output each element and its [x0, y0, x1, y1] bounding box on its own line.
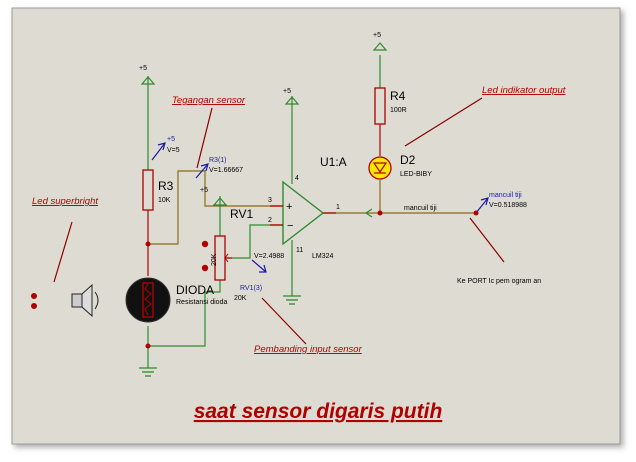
pin-2-label: 2	[268, 217, 272, 224]
pembanding-label: Pembanding input sensor	[254, 344, 363, 355]
r3-ref: R3	[158, 179, 174, 193]
superbright-led-icon	[31, 293, 37, 309]
tegangan-sensor-label: Tegangan sensor	[172, 95, 246, 106]
potentiometer-rv1: 20K RV1 20K	[201, 207, 253, 302]
power-label-opamp: +5	[283, 88, 291, 95]
probe-vplus-value: V=5	[167, 147, 180, 154]
pin-3-label: 3	[268, 197, 272, 204]
speaker-icon	[71, 283, 99, 318]
resistor-r3: R3 10K	[142, 169, 174, 211]
power-label-r3: +5	[139, 65, 147, 72]
power-plus5-r3: +5	[139, 65, 156, 88]
u1-part: LM324	[312, 253, 334, 260]
probe-output-value: V=0.518988	[489, 202, 527, 209]
pin-1-label: 1	[336, 204, 340, 211]
dioda-value: Resistansi dioda	[176, 299, 227, 306]
annotation-tegangan-sensor: Tegangan sensor	[172, 95, 246, 169]
probe-r3-name: R3(1)	[209, 157, 227, 164]
probe-output-name: mancuil tiji	[489, 192, 522, 199]
probe-output: mancuil tiji V=0.518988	[473, 192, 527, 216]
led-superbright-label: Led superbright	[32, 196, 98, 207]
resistor-r4: R4 100R	[374, 87, 407, 125]
annotation-led-superbright: Led superbright	[32, 196, 98, 283]
annotation-pembanding: Pembanding input sensor	[254, 297, 363, 355]
probe-vplus-name: +5	[167, 136, 175, 143]
junction-dots	[145, 210, 383, 349]
dioda-ref: DIODA	[176, 283, 214, 297]
ldr-dioda: DIODA Resistansi dioda	[125, 277, 227, 323]
pin-11-label: 11	[296, 247, 303, 254]
net-label-output: mancuil tiji	[404, 205, 437, 212]
ke-port-label: Ke PORT Ic pem ogram an	[457, 278, 541, 285]
schematic-frame	[11, 7, 621, 445]
ground-symbol-sensor	[139, 367, 157, 377]
annotation-led-indikator: Led indikator output	[404, 85, 566, 147]
rv1-ref: RV1	[230, 207, 253, 221]
probe-rv1-name: RV1(3)	[240, 285, 262, 292]
ground-symbol-opamp	[283, 295, 301, 305]
u1-ref: U1:A	[320, 155, 347, 169]
output-flow-arrow	[364, 208, 373, 218]
probe-r3-value: V=1.66667	[209, 167, 243, 174]
rv1-value: 20K	[234, 295, 247, 302]
probe-rv1-value: V=2.4988	[254, 253, 284, 260]
r4-ref: R4	[390, 89, 406, 103]
power-plus5-rv1: +5	[200, 187, 228, 206]
led-d2: D2 LED-BIBY	[368, 153, 432, 180]
opamp-u1a: + − 3 2 1 4 11 U1:A LM324	[268, 155, 347, 260]
rv1-inner-value: 20K	[211, 253, 218, 266]
led-indikator-label: Led indikator output	[482, 85, 566, 96]
power-plus5-opamp: +5	[283, 88, 300, 105]
diagram-caption: saat sensor digaris putih	[194, 400, 443, 423]
power-label-r4: +5	[373, 32, 381, 39]
opamp-minus-sign: −	[287, 220, 293, 232]
pin-4-label: 4	[295, 175, 299, 182]
probe-rv1: V=2.4988 RV1(3)	[240, 253, 284, 292]
d2-value: LED-BIBY	[400, 171, 432, 178]
power-plus5-r4: +5	[372, 32, 388, 51]
opamp-plus-sign: +	[286, 201, 292, 213]
annotation-ke-port: Ke PORT Ic pem ogram an	[457, 217, 541, 285]
power-label-rv1: +5	[200, 187, 208, 194]
d2-ref: D2	[400, 153, 416, 167]
probe-vplus: +5 V=5	[151, 136, 180, 161]
probe-r3: R3(1) V=1.66667	[195, 157, 243, 179]
r4-value: 100R	[390, 107, 407, 114]
r3-value: 10K	[158, 197, 171, 204]
